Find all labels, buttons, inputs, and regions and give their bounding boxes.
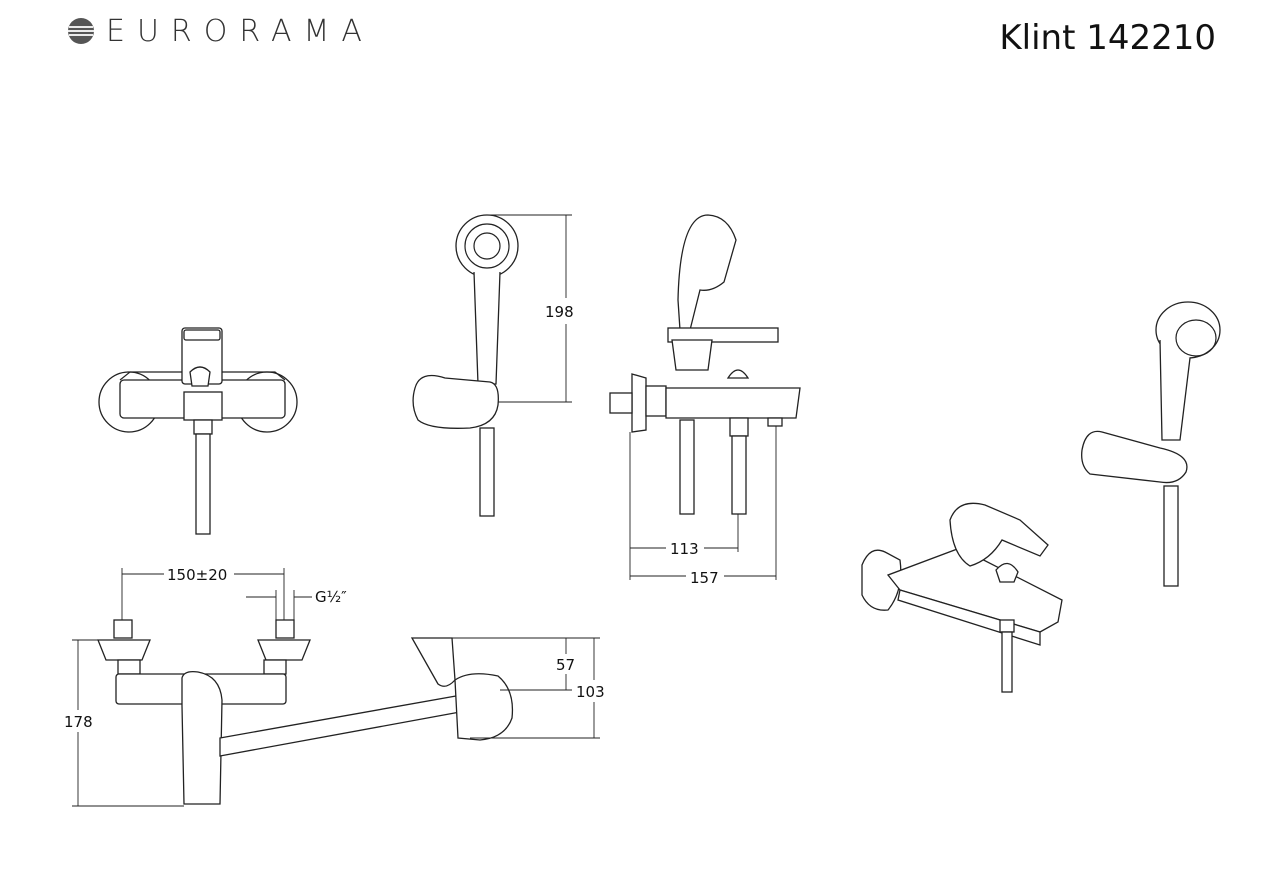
brand-name: EURORAMA (106, 13, 374, 49)
dimension-178: 178 (62, 639, 184, 807)
dimension-57-label: 57 (556, 656, 575, 674)
dimension-113-label: 113 (670, 540, 699, 558)
mixer-top-view (97, 619, 514, 805)
dimension-150: 150±20 (121, 562, 285, 620)
dimension-157: 157 (630, 426, 777, 587)
dimension-103: 103 (470, 638, 612, 739)
mixer-perspective-view (861, 502, 1063, 693)
dimension-thread: G½″ (246, 588, 347, 620)
mixer-front-view (98, 327, 298, 535)
dimension-198-label: 198 (545, 303, 574, 321)
dimension-thread-label: G½″ (315, 588, 347, 606)
dimension-178-label: 178 (64, 713, 93, 731)
brand-logo: EURORAMA (66, 13, 374, 49)
mixer-side-view (609, 214, 801, 515)
model-title: Klint 142210 (999, 18, 1216, 58)
hand-shower-front-view (412, 214, 519, 517)
dimension-57: 57 (452, 637, 600, 691)
dimension-113: 113 (629, 432, 739, 580)
dimension-157-label: 157 (690, 569, 719, 587)
globe-icon (68, 18, 94, 44)
hand-shower-perspective-view (1081, 301, 1221, 587)
dimension-150-label: 150±20 (167, 566, 227, 584)
dimension-198: 198 (490, 214, 580, 403)
dimension-103-label: 103 (576, 683, 605, 701)
